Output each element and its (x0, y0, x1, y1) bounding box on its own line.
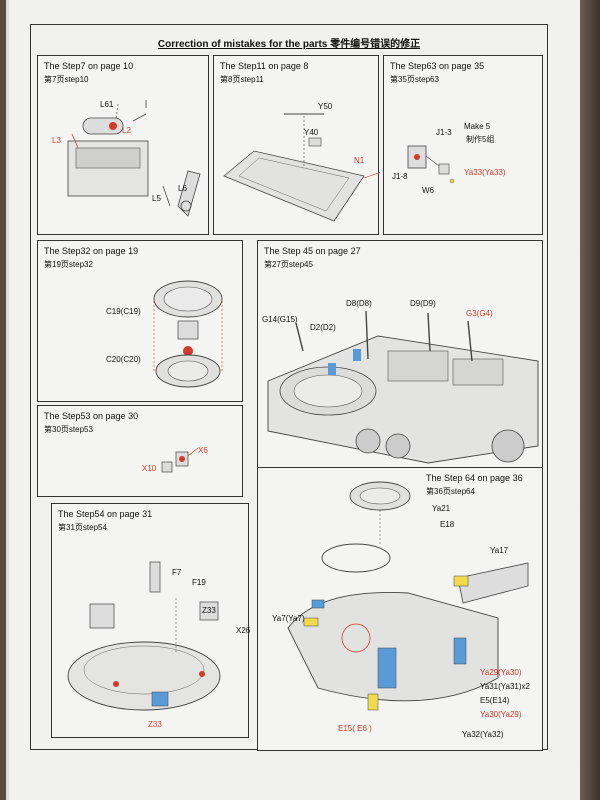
label-l3: L3 (52, 136, 61, 145)
label-x26: X26 (236, 626, 251, 635)
label-ya33: Ya33(Ya33) (464, 168, 506, 177)
page-title: Correction of mistakes for the parts 零件编… (157, 39, 421, 50)
label-l6: L6 (178, 184, 187, 193)
label-make5: Make 5 (464, 122, 491, 131)
label-ya31: Ya31(Ya31)x2 (480, 682, 530, 691)
label-d8: D8(D8) (346, 299, 372, 308)
tank-hull-diagram (267, 310, 539, 464)
turret-floor-diagram (67, 561, 221, 711)
label-d9: D9(D9) (410, 299, 436, 308)
label-d2: D2(D2) (310, 323, 336, 332)
label-e15: E15( E6 ) (338, 724, 372, 733)
label-x10: X10 (142, 464, 157, 473)
label-l5: L5 (152, 194, 161, 203)
label-y40: Y40 (304, 128, 319, 137)
label-l61: L61 (100, 100, 114, 109)
page-edge (6, 0, 9, 800)
hull-floor-diagram (223, 113, 380, 222)
label-c19: C19(C19) (106, 307, 141, 316)
label-ya30: Ya30(Ya29) (480, 710, 522, 719)
label-g3: G3(G4) (466, 309, 493, 318)
label-z33-red: Z33 (148, 720, 162, 729)
label-ya17: Ya17 (490, 546, 509, 555)
sprocket-diagram (153, 280, 223, 388)
label-e18: E18 (440, 520, 455, 529)
label-j1-3: J1-3 (436, 128, 452, 137)
label-ya29: Ya29(Ya30) (480, 668, 522, 677)
label-c20: C20(C20) (106, 355, 141, 364)
label-f19: F19 (192, 578, 206, 587)
label-z33: Z33 (202, 606, 216, 615)
label-x6: X6 (198, 446, 208, 455)
label-ya32: Ya32(Ya32) (462, 730, 504, 739)
label-j1-8: J1-8 (392, 172, 408, 181)
label-ya21: Ya21 (432, 504, 451, 513)
label-make5-cn: 制作5组 (466, 135, 495, 144)
corrections-frame: Correction of mistakes for the parts 零件编… (30, 24, 548, 751)
label-w6: W6 (422, 186, 434, 195)
label-l2: L2 (122, 126, 131, 135)
bracket-diagram (407, 145, 455, 184)
turret-assembly-diagram (287, 481, 529, 711)
label-e5: E5(E14) (480, 696, 510, 705)
label-f7: F7 (172, 568, 182, 577)
engine-diagram (67, 100, 201, 217)
label-n1: N1 (354, 156, 365, 165)
page-shadow (580, 0, 600, 800)
bracket-small-diagram (161, 447, 199, 473)
label-g14: G14(G15) (262, 315, 298, 324)
label-ya7: Ya7(Ya7) (272, 614, 305, 623)
label-y50: Y50 (318, 102, 333, 111)
